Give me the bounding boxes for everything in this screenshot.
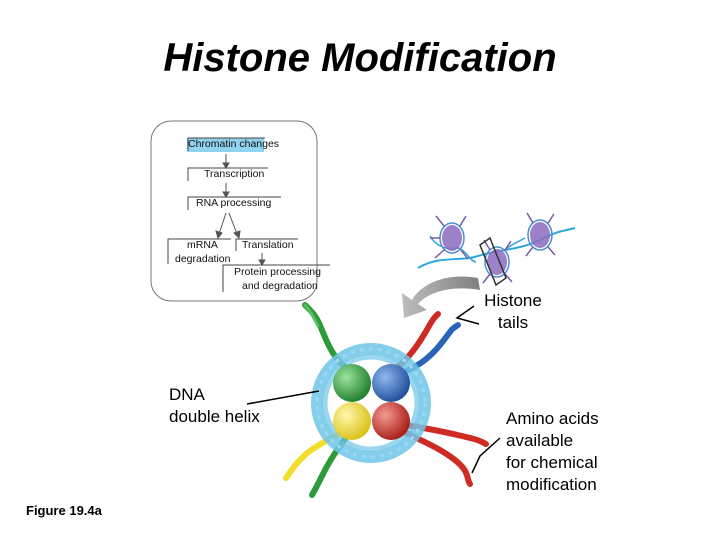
flow-rna-processing: RNA processing xyxy=(196,197,272,209)
amino-pointer xyxy=(471,437,501,474)
amino-label-line4: modification xyxy=(506,475,597,494)
zoom-arrow xyxy=(402,276,480,318)
amino-acids-label: Amino acids available for chemical modif… xyxy=(506,408,599,496)
dna-label-line1: DNA xyxy=(169,385,205,404)
amino-label-line3: for chemical xyxy=(506,453,598,472)
flow-protein-processing: Protein processing xyxy=(234,266,321,278)
gene-expression-flowchart xyxy=(150,120,330,302)
slide-title: Histone Modification xyxy=(163,36,557,80)
amino-label-line1: Amino acids xyxy=(506,409,599,428)
histone-tails-label: Histone tails xyxy=(479,290,547,334)
flow-mrna-degradation: degradation xyxy=(175,253,231,265)
flow-translation: Translation xyxy=(242,239,294,251)
flow-mrna: mRNA xyxy=(187,239,218,251)
chromatin-strand xyxy=(417,212,576,287)
histone-red xyxy=(372,402,410,440)
flow-chromatin-changes: Chromatin changes xyxy=(188,138,280,150)
histone-label-line2: tails xyxy=(497,313,529,332)
flow-and-degradation: and degradation xyxy=(242,280,318,292)
nucleosome-small xyxy=(525,212,556,257)
histone-green xyxy=(333,364,371,402)
nucleosome-small xyxy=(430,215,469,260)
zoom-frame xyxy=(479,236,507,287)
pointer-lines xyxy=(246,305,501,474)
dna-pointer xyxy=(246,390,320,405)
histone-label-line1: Histone xyxy=(484,291,542,310)
dna-label-line2: double helix xyxy=(169,407,260,426)
dna-label: DNA double helix xyxy=(169,384,260,428)
figure-caption: Figure 19.4a xyxy=(26,503,102,518)
flow-transcription: Transcription xyxy=(204,168,265,180)
chromatin-highlight xyxy=(187,138,264,152)
histone-yellow xyxy=(333,402,371,440)
histone-blue xyxy=(372,364,410,402)
amino-label-line2: available xyxy=(506,431,574,450)
nucleosome-core xyxy=(311,343,431,463)
histone-pointer xyxy=(455,305,480,325)
